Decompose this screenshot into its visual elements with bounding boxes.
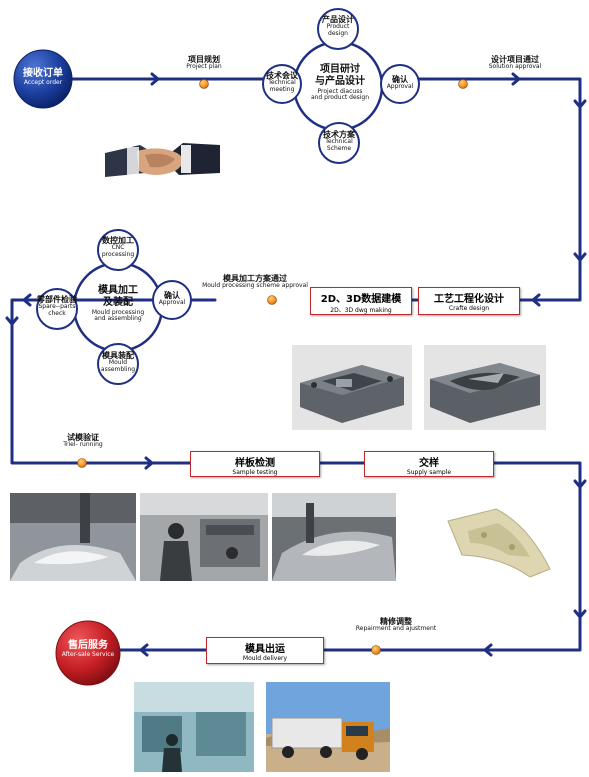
cycle1-center-zh1: 项目研讨 — [320, 64, 360, 75]
cycle2-top-zh: 数控加工 — [102, 236, 134, 245]
step-solution-approval-zh: 设计项目通过 — [491, 55, 539, 64]
cycle2-top-en1: CNC — [111, 244, 125, 252]
photo-cnc-machining — [10, 493, 136, 581]
cycle2-bottom-en1: Mould — [108, 359, 128, 367]
cycle1-top-en2: design — [328, 29, 348, 37]
start-node-accept-order: 接收订单 Accept order — [14, 68, 72, 86]
cycle2-top-en2: processing — [101, 250, 135, 258]
step-project-plan: 项目规划 Project plan — [172, 55, 236, 71]
cycle2-approval: 确认 Approval — [153, 291, 191, 307]
box-dwg-en: 2D、3D dwg making — [330, 307, 392, 314]
cycle2-bottom-en2: assembling — [100, 365, 136, 373]
cycle1-left-en2: meeting — [269, 85, 295, 93]
box-craft-zh: 工艺工程化设计 — [434, 294, 504, 305]
cycle2-left-en2: check — [48, 309, 66, 317]
start-label-zh: 接收订单 — [23, 68, 63, 79]
box-craft-design: 工艺工程化设计 Crafte design — [418, 287, 520, 315]
step-repair-adjust-en: Repairment and ajustment — [355, 625, 437, 633]
step-mould-scheme-approval: 模具加工方案通过 Mould processing scheme approva… — [190, 274, 320, 290]
cycle2-bottom-zh: 模具装配 — [102, 351, 134, 360]
box-dwg-making: 2D、3D数据建模 2D、3D dwg making — [310, 287, 412, 315]
photo-sample-part — [438, 495, 560, 590]
photo-delivery-truck — [266, 682, 390, 772]
cycle1-technical-scheme: 技术方案 Technical Scheme — [319, 130, 359, 152]
cycle2-mould-assembling: 模具装配 Mould assembling — [98, 351, 138, 373]
box-delivery-zh: 模具出运 — [245, 644, 285, 655]
box-craft-en: Crafte design — [448, 305, 490, 312]
cycle2-left-zh: 零部件检验 — [37, 295, 77, 304]
step-repair-adjust: 精修调整 Repairment and ajustment — [336, 617, 456, 633]
cycle1-top-zh: 产品设计 — [322, 15, 354, 24]
step-trial-running: 试模验证 Triel- running — [48, 433, 118, 449]
box-supply-zh: 交样 — [419, 458, 439, 469]
box-sample-test-en: Sample testing — [232, 469, 278, 476]
step-solution-approval-en: Solution approval — [488, 63, 542, 71]
box-supply-en: Supply sample — [406, 469, 452, 476]
box-sample-test-zh: 样板检测 — [235, 458, 275, 469]
step-trial-running-en: Triel- running — [63, 441, 103, 449]
cycle1-bottom-zh: 技术方案 — [323, 130, 355, 139]
cycle1-center-zh2: 与产品设计 — [315, 75, 365, 87]
photo-mould-closeup — [272, 493, 396, 581]
cycle1-right-en: Approval — [386, 83, 414, 91]
cycle1-product-design: 产品设计 Product design — [318, 15, 358, 37]
cycle2-spare-parts-check: 零部件检验 Spare--parts check — [33, 295, 81, 317]
box-mould-delivery: 模具出运 Mould delivery — [206, 637, 324, 664]
step-project-plan-en: Project plan — [186, 63, 222, 71]
photo-mould-model-1 — [292, 345, 412, 430]
cycle1-center-en2: and product design — [310, 94, 370, 102]
cycle1-approval: 确认 Approval — [381, 75, 419, 91]
cycle2-right-en: Approval — [158, 299, 186, 307]
photo-workshop-workers — [140, 493, 268, 581]
cycle2-left-en1: Spare--parts — [38, 303, 76, 311]
cycle2-center-en2: and assembling — [94, 315, 142, 323]
photo-mould-model-2 — [424, 345, 546, 430]
box-dwg-zh: 2D、3D数据建模 — [320, 294, 402, 305]
cycle2-center-zh1: 模具加工 — [98, 285, 138, 296]
cycle2-center-zh2: 及装配 — [103, 296, 133, 308]
cycle1-top-en1: Product — [326, 23, 350, 31]
photo-factory-hall — [134, 682, 254, 772]
end-label-en: After-sale Service — [61, 650, 115, 658]
step-mould-scheme-en: Mould processing scheme approval — [202, 282, 308, 290]
cycle1-center-en1: Project diacuss — [317, 88, 363, 95]
cycle1-bottom-en2: Scheme — [326, 144, 352, 152]
step-repair-adjust-zh: 精修调整 — [380, 617, 412, 626]
cycle1-right-zh: 确认 — [392, 75, 408, 84]
start-label-en: Accept order — [23, 78, 63, 86]
box-supply-sample: 交样 Supply sample — [364, 451, 494, 477]
end-label-zh: 售后服务 — [68, 640, 108, 651]
step-solution-approval: 设计项目通过 Solution approval — [470, 55, 560, 71]
cycle2-cnc-processing: 数控加工 CNC processing — [98, 236, 138, 258]
cycle1-left-en1: Technical — [268, 79, 296, 87]
cycle2-center: 模具加工 及装配 Mould processing and assembling — [80, 285, 156, 323]
box-sample-testing: 样板检测 Sample testing — [190, 451, 320, 477]
cycle2-center-en1: Mould processing — [91, 309, 145, 316]
cycle1-technical-meeting: 技术会议 Technical meeting — [262, 71, 302, 93]
cycle1-left-zh: 技术会议 — [266, 71, 298, 80]
cycle1-bottom-en1: Technical — [325, 138, 353, 146]
step-trial-running-zh: 试模验证 — [67, 433, 99, 442]
box-delivery-en: Mould delivery — [242, 655, 288, 662]
cycle1-center: 项目研讨 与产品设计 Project diacuss and product d… — [300, 64, 380, 102]
photo-handshake — [105, 115, 220, 200]
end-node-after-sale: 售后服务 After-sale Service — [56, 640, 120, 658]
step-project-plan-zh: 项目规划 — [188, 55, 220, 64]
cycle2-right-zh: 确认 — [164, 291, 180, 300]
step-mould-scheme-zh: 模具加工方案通过 — [223, 274, 287, 283]
